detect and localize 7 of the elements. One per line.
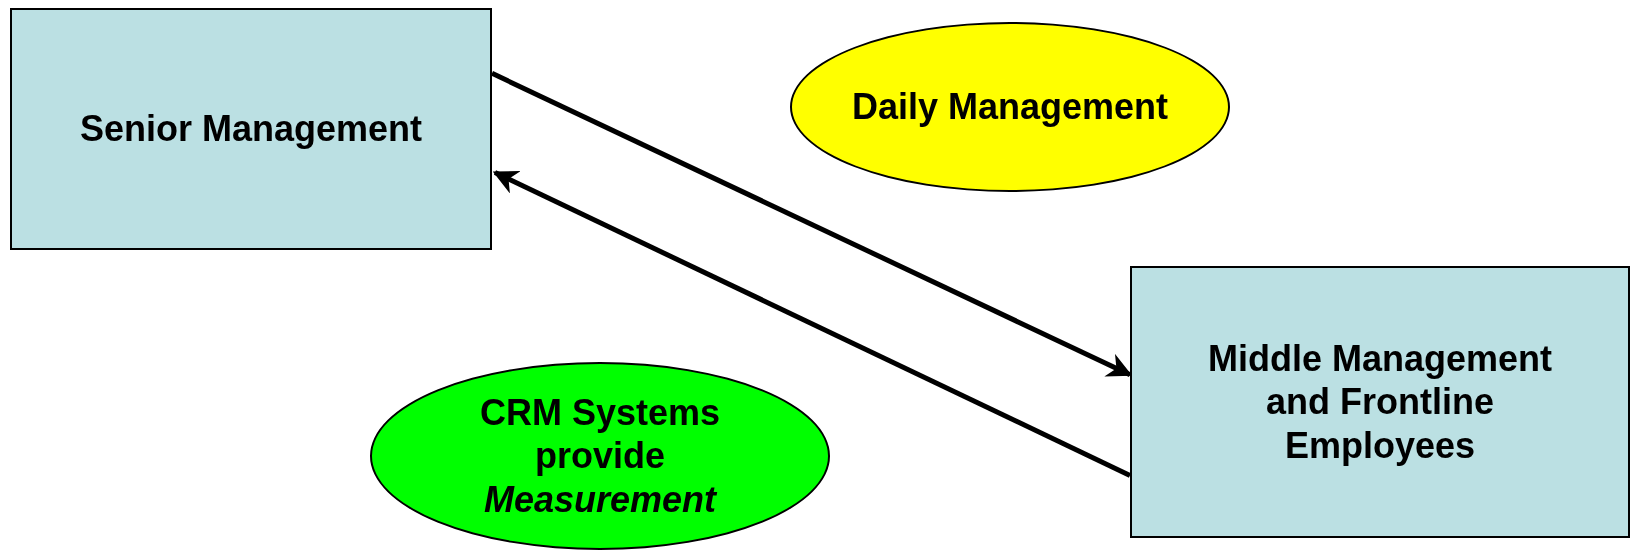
node-label: Senior Management bbox=[79, 107, 423, 151]
process-box bbox=[10, 8, 492, 250]
node-label: Middle Management and Frontline Employees bbox=[1206, 337, 1553, 467]
arrow bbox=[492, 170, 1132, 478]
node-label: Daily Management bbox=[851, 85, 1169, 129]
process-box bbox=[1130, 266, 1630, 538]
node-label: CRM Systems provide Measurement bbox=[478, 391, 722, 521]
